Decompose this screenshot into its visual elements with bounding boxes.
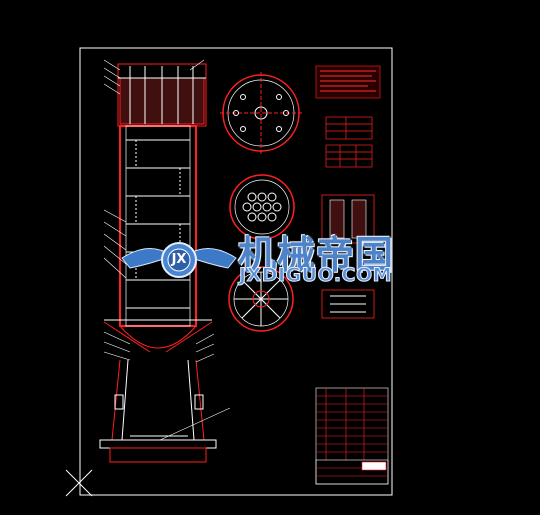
sheet-frame <box>79 47 393 496</box>
watermark-site: JXDIGUO.COM <box>238 264 393 287</box>
parts-list-table <box>315 387 389 485</box>
watermark-title: 机械帝国 <box>238 233 395 277</box>
detail-section-view <box>321 194 375 319</box>
tower-elevation-view <box>99 63 217 463</box>
tower-leader-lines <box>103 59 231 441</box>
ucs-cursor-icon <box>65 469 93 497</box>
plan-view-middle <box>229 174 295 240</box>
design-data-table <box>325 116 373 168</box>
plan-view-top <box>220 72 302 154</box>
technical-notes-block <box>315 65 381 99</box>
watermark-badge-text: JX <box>171 252 187 267</box>
watermark-emblem <box>121 242 237 278</box>
plan-view-bottom <box>228 266 294 332</box>
